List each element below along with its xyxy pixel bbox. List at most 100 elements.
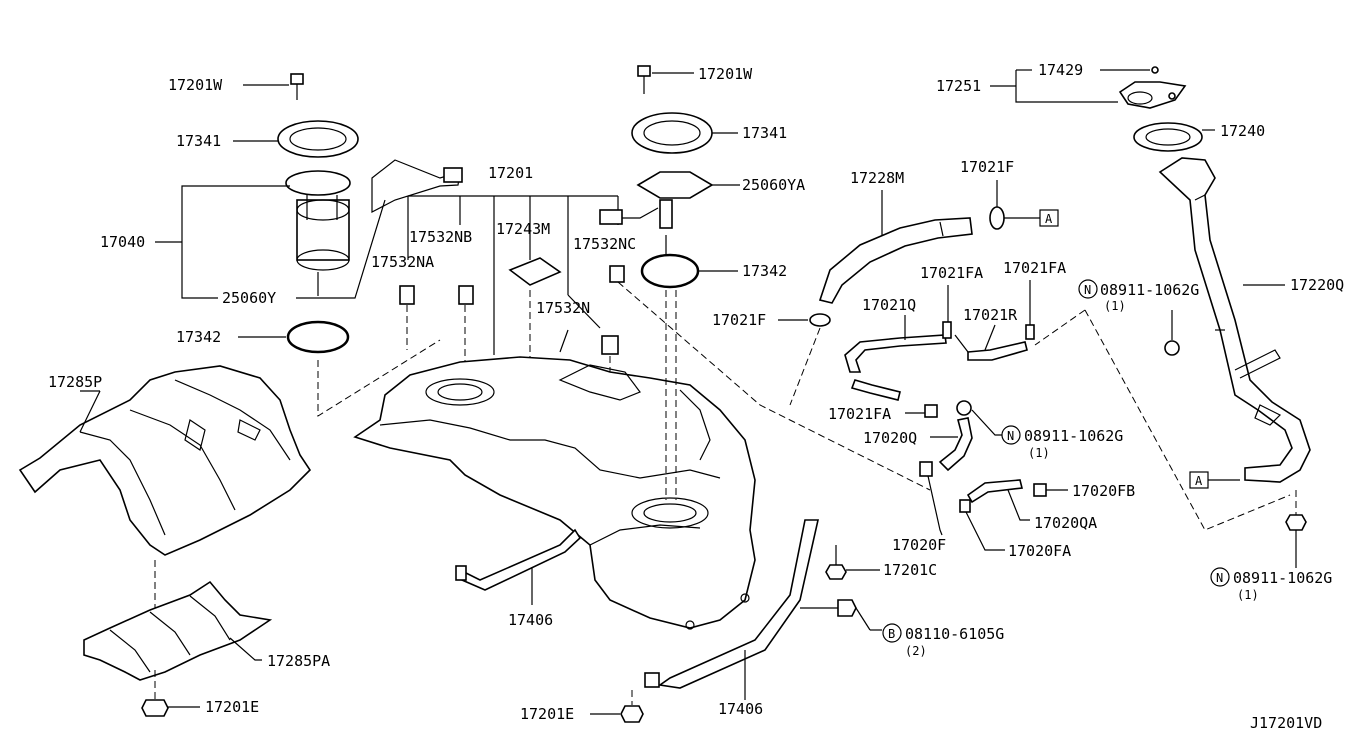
label-08110-qty: (2) xyxy=(905,644,927,658)
clip-17532n xyxy=(601,335,619,355)
label-17243m: 17243M xyxy=(496,220,550,238)
filler-tube-17220q xyxy=(1158,157,1311,483)
clamp-17020fb xyxy=(1033,483,1047,497)
label-17342-right: 17342 xyxy=(742,262,787,280)
clip-17532nc xyxy=(609,265,625,283)
fuel-tank-17201 xyxy=(353,356,756,630)
clamp-17020fa xyxy=(959,499,971,513)
gasket-17342-left xyxy=(286,320,350,354)
hose-17021r xyxy=(954,334,1028,361)
ref-a-top: A xyxy=(1045,212,1053,226)
strap-17406-a xyxy=(455,528,582,591)
label-17251: 17251 xyxy=(936,77,981,95)
label-17020f: 17020F xyxy=(892,536,946,554)
hose-17228m xyxy=(818,217,973,304)
label-17341-right: 17341 xyxy=(742,124,787,142)
label-17201c: 17201C xyxy=(883,561,937,579)
label-17021r: 17021R xyxy=(963,306,1018,324)
marker-n-circle-c xyxy=(1210,567,1230,587)
label-25060y: 25060Y xyxy=(222,289,276,307)
label-17201e-left: 17201E xyxy=(205,698,259,716)
label-08911-c-qty: (1) xyxy=(1237,588,1259,602)
label-17285p: 17285P xyxy=(48,373,102,391)
label-17220q: 17220Q xyxy=(1290,276,1344,294)
grommet-08911-a xyxy=(1164,340,1180,356)
label-17201w-left: 17201W xyxy=(168,76,223,94)
bolt-17201w-right xyxy=(637,65,651,94)
marker-n-b: N xyxy=(1007,429,1014,443)
label-17020q: 17020Q xyxy=(863,429,917,447)
clamp-17020f xyxy=(919,461,933,477)
ref-a-right: A xyxy=(1195,474,1203,488)
marker-b: B xyxy=(888,627,895,641)
hose-17021q xyxy=(844,334,947,401)
label-17021fa-a: 17021FA xyxy=(920,264,983,282)
marker-n-c: N xyxy=(1216,571,1223,585)
gasket-17240 xyxy=(1133,122,1203,152)
label-17532nb: 17532NB xyxy=(409,228,472,246)
clamp-17021f-a xyxy=(989,206,1005,230)
clip-17532na xyxy=(399,285,415,305)
clamp-17021fa-b xyxy=(1025,324,1035,340)
bolt-17201c xyxy=(825,545,847,580)
label-17341-left: 17341 xyxy=(176,132,221,150)
label-17406-a: 17406 xyxy=(508,611,553,629)
label-17228m: 17228M xyxy=(850,169,904,187)
hose-17020qa xyxy=(966,479,1023,504)
filler-cap-17251 xyxy=(1118,66,1187,109)
grommet-08911-center xyxy=(956,400,972,416)
nut-17201e-left xyxy=(141,699,169,717)
label-08911-c: 08911-1062G xyxy=(1233,569,1332,587)
label-17406-b: 17406 xyxy=(718,700,763,718)
lock-ring-17341-left xyxy=(277,120,359,158)
label-17020fb: 17020FB xyxy=(1072,482,1135,500)
marker-n-circle-b xyxy=(1001,425,1021,445)
label-pad-17243m xyxy=(508,257,562,286)
marker-n-a: N xyxy=(1084,283,1091,297)
label-08911-b-qty: (1) xyxy=(1028,446,1050,460)
grommet-08911-c xyxy=(1285,514,1307,531)
label-17342-left: 17342 xyxy=(176,328,221,346)
label-17021fa-c: 17021FA xyxy=(828,405,891,423)
drawing-id: J17201VD xyxy=(1250,714,1322,732)
label-08911-b: 08911-1062G xyxy=(1024,427,1123,445)
label-17201w-right: 17201W xyxy=(698,65,753,83)
clamp-17021fa-a xyxy=(942,321,952,339)
label-17021fa-b: 17021FA xyxy=(1003,259,1066,277)
clamp-17021fa-c xyxy=(924,404,938,418)
heat-shield-17285pa xyxy=(83,580,273,681)
label-08110: 08110-6105G xyxy=(905,625,1004,643)
label-17429: 17429 xyxy=(1038,61,1083,79)
strap-17406-b xyxy=(644,519,819,689)
label-25060ya: 25060YA xyxy=(742,176,805,194)
bolt-08110 xyxy=(800,599,857,617)
label-17201: 17201 xyxy=(488,164,533,182)
marker-n-circle-a xyxy=(1078,279,1098,299)
clip-17532nb xyxy=(458,285,474,305)
label-17021q: 17021Q xyxy=(862,296,916,314)
label-08911-a: 08911-1062G xyxy=(1100,281,1199,299)
label-08911-a-qty: (1) xyxy=(1104,299,1126,313)
label-17201e-center: 17201E xyxy=(520,705,574,723)
hose-17020q xyxy=(938,417,973,472)
bolt-17201w-left xyxy=(290,73,304,100)
nut-17201e-center xyxy=(620,705,644,723)
label-17532nc: 17532NC xyxy=(573,235,636,253)
label-17040: 17040 xyxy=(100,233,145,251)
label-17532na: 17532NA xyxy=(371,253,434,271)
fuel-pump-17040 xyxy=(285,159,463,271)
label-17285pa: 17285PA xyxy=(267,652,330,670)
marker-b-circle xyxy=(882,623,902,643)
label-17021f-b: 17021F xyxy=(712,311,766,329)
label-17021f-a: 17021F xyxy=(960,158,1014,176)
label-17532n: 17532N xyxy=(536,299,590,317)
lock-ring-17341-right xyxy=(631,112,713,154)
clamp-17021f-b xyxy=(809,313,831,327)
label-17020fa: 17020FA xyxy=(1008,542,1071,560)
label-17020qa: 17020QA xyxy=(1034,514,1097,532)
sender-25060ya xyxy=(599,171,714,229)
gasket-17342-right xyxy=(640,253,700,289)
ref-box-a-top xyxy=(1039,209,1059,227)
heat-shield-17285p xyxy=(18,365,312,556)
